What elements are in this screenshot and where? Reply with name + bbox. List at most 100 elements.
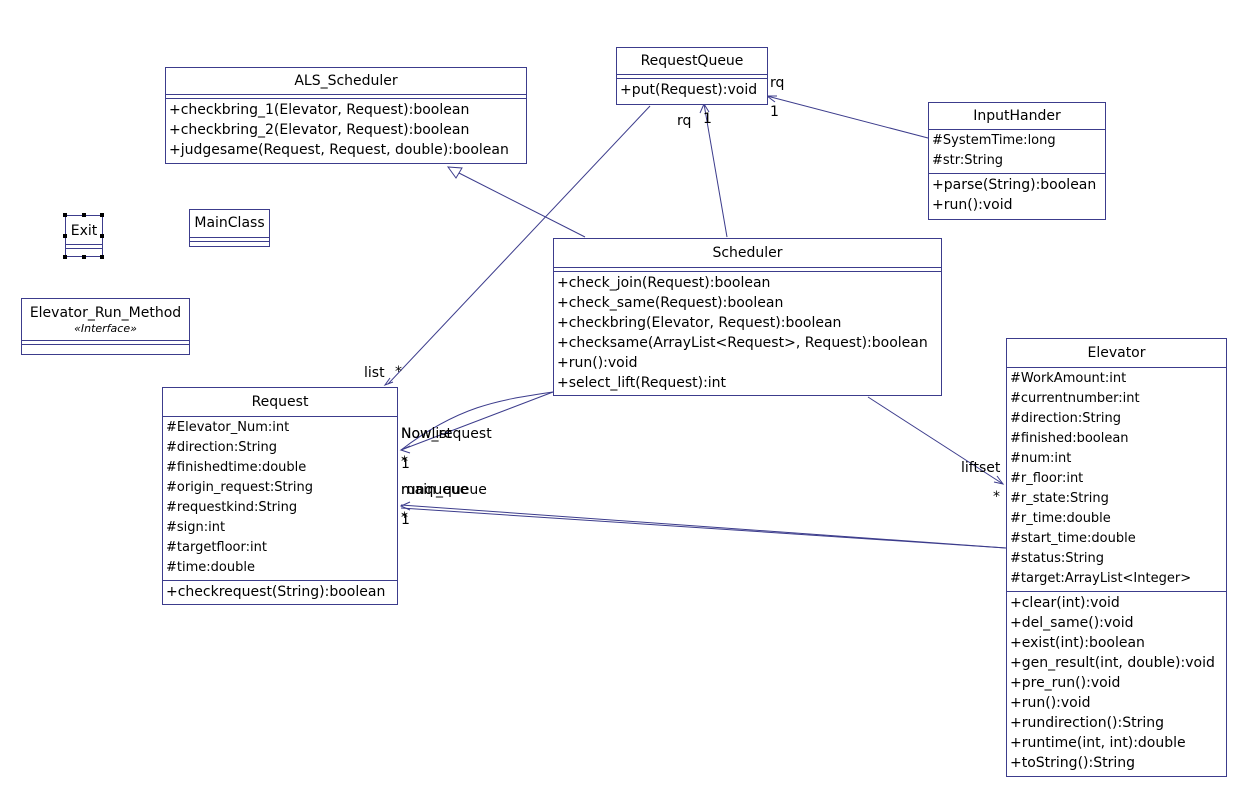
operation-row: +checkbring_2(Elevator, Request):boolean (169, 122, 470, 138)
class-request[interactable]: Request #Elevator_Num:int #direction:Stri… (162, 387, 398, 605)
operations-compartment: +checkbring_1(Elevator, Request):boolean… (166, 99, 526, 162)
scheduler-to-request-line-1 (400, 391, 554, 451)
attribute-row: #target:ArrayList<Integer> (1010, 571, 1192, 586)
input-to-queue-association (766, 95, 929, 139)
role-label-rq: rq (770, 75, 785, 91)
attributes-compartment (66, 245, 102, 249)
attribute-row: #direction:String (166, 440, 278, 455)
scheduler-to-queue-association (703, 103, 728, 238)
interface-name: Elevator_Run_Method (29, 305, 182, 321)
attribute-row: #start_time:double (1010, 531, 1136, 546)
class-name: InputHander (929, 103, 1105, 130)
attribute-row: #requestkind:String (166, 500, 298, 515)
stereotype-label: «Interface» (74, 322, 137, 335)
attribute-row: #r_state:String (1010, 491, 1109, 506)
attribute-row: #currentnumber:int (1010, 391, 1140, 406)
attribute-row: #r_floor:int (1010, 471, 1084, 486)
attributes-compartment (617, 75, 767, 79)
operation-row: +judgesame(Request, Request, double):boo… (169, 142, 509, 158)
role-label-now-request: Now_request (401, 426, 492, 442)
operation-row: +del_same():void (1010, 615, 1134, 631)
role-label-rq: rq (677, 113, 692, 129)
class-name: Request (163, 388, 397, 417)
class-als-scheduler[interactable]: ALS_Scheduler +checkbring_1(Elevator, Re… (165, 67, 527, 164)
operation-row: +checkbring_1(Elevator, Request):boolean (169, 102, 470, 118)
selection-handle[interactable] (63, 213, 67, 217)
operation-row: +run():void (557, 355, 638, 371)
multiplicity-label: * (395, 364, 402, 380)
operations-compartment: +put(Request):void (617, 79, 767, 102)
class-main-class[interactable]: MainClass (189, 209, 270, 247)
interface-elevator-run-method[interactable]: Elevator_Run_Method «Interface» (21, 298, 190, 355)
attributes-compartment (166, 95, 526, 99)
attribute-row: #status:String (1010, 551, 1105, 566)
scheduler-to-elevator-association (867, 396, 1004, 485)
selection-handle[interactable] (82, 255, 86, 259)
selection-handle[interactable] (100, 213, 104, 217)
class-name: RequestQueue (617, 48, 767, 75)
operation-row: +check_join(Request):boolean (557, 275, 771, 291)
scheduler-to-elevator-arrowhead (993, 475, 1005, 485)
scheduler-to-request-arrowhead (399, 445, 411, 454)
operation-row: +runtime(int, int):double (1010, 735, 1186, 751)
attribute-row: #time:double (166, 560, 255, 575)
multiplicity-label: * (993, 489, 1000, 505)
class-name: ALS_Scheduler (166, 68, 526, 95)
selection-handle[interactable] (100, 234, 104, 238)
operation-row: +clear(int):void (1010, 595, 1120, 611)
attribute-row: #origin_request:String (166, 480, 313, 495)
operation-row: +run():void (932, 197, 1013, 213)
class-scheduler[interactable]: Scheduler +check_join(Request):boolean +c… (553, 238, 942, 396)
class-name: Scheduler (554, 239, 941, 268)
multiplicity-label: 1 (401, 456, 410, 472)
class-exit[interactable]: Exit (65, 215, 103, 257)
role-label-runqueue: runqueue (401, 482, 469, 498)
attribute-row: #WorkAmount:int (1010, 371, 1127, 386)
multiplicity-label: * (401, 510, 408, 526)
operation-row: +checkbring(Elevator, Request):boolean (557, 315, 842, 331)
operation-row: +rundirection():String (1010, 715, 1165, 731)
operation-row: +run():void (1010, 695, 1091, 711)
attribute-row: #finished:boolean (1010, 431, 1129, 446)
operation-row: +exist(int):boolean (1010, 635, 1145, 651)
class-name: Exit (66, 216, 102, 245)
attribute-row: #sign:int (166, 520, 226, 535)
class-request-queue[interactable]: RequestQueue +put(Request):void (616, 47, 768, 105)
operation-row: +pre_run():void (1010, 675, 1121, 691)
attributes-compartment (190, 238, 269, 242)
class-elevator[interactable]: Elevator #WorkAmount:int #currentnumber:i… (1006, 338, 1227, 777)
attribute-row: #targetfloor:int (166, 540, 267, 555)
operation-row: +checksame(ArrayList<Request>, Request):… (557, 335, 928, 351)
attributes-compartment: #WorkAmount:int #currentnumber:int #direct… (1007, 368, 1226, 591)
role-label-liftset: liftset (961, 460, 1001, 476)
class-name: Elevator (1007, 339, 1226, 368)
attribute-row: #finishedtime:double (166, 460, 307, 475)
attribute-row: #Elevator_Num:int (166, 420, 290, 435)
attribute-row: #direction:String (1010, 411, 1122, 426)
selection-handle[interactable] (82, 213, 86, 217)
selection-handle[interactable] (100, 255, 104, 259)
role-label-main-queue: main_queue (401, 482, 487, 498)
class-input-hander[interactable]: InputHander #SystemTime:long#str:String … (928, 102, 1106, 220)
attribute-row: #num:int (1010, 451, 1072, 466)
role-label-list: list (364, 365, 385, 381)
scheduler-to-request-line-2 (400, 391, 554, 451)
selection-handle[interactable] (63, 255, 67, 259)
role-label-nowlist: Nowlist (401, 426, 453, 442)
class-name: MainClass (190, 210, 269, 238)
scheduler-generalization-line (456, 171, 586, 238)
elevator-to-request-line-2 (400, 507, 1007, 549)
attributes-compartment: #SystemTime:long #str:String (929, 130, 1105, 173)
attributes-compartment (22, 341, 189, 345)
queue-to-request-arrowhead (383, 377, 394, 387)
attributes-compartment: #Elevator_Num:int #direction:String #finis… (163, 417, 397, 580)
multiplicity-label: 1 (401, 512, 410, 528)
operation-row: +gen_result(int, double):void (1010, 655, 1215, 671)
attributes-compartment (554, 268, 941, 272)
attribute-row: #SystemTime:long (932, 133, 1056, 148)
multiplicity-label: 1 (703, 111, 712, 127)
attribute-row: #str:String (932, 153, 1004, 168)
selection-handle[interactable] (63, 234, 67, 238)
multiplicity-label: * (401, 454, 408, 470)
